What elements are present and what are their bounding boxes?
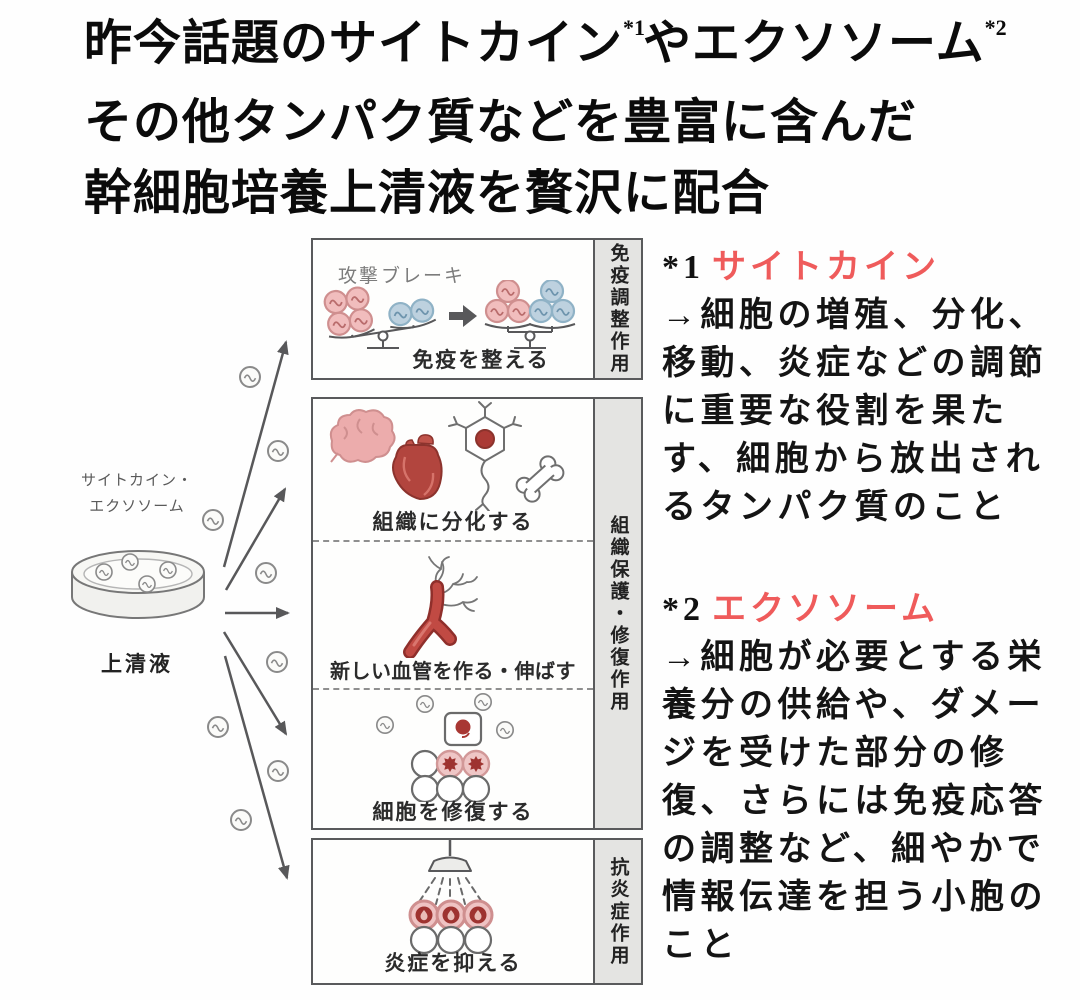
release-arrows — [202, 340, 290, 880]
particle-icon — [266, 651, 288, 673]
particle-icon — [159, 561, 177, 579]
footnote-2-body: →細胞が必要とする栄 養分の供給や、ダメー ジを受けた部分の修 復、さらには免疫… — [662, 639, 1047, 964]
shower-cells-illustration — [408, 840, 494, 954]
section-divider — [313, 540, 593, 542]
headline-line1: 昨今話題のサイトカイン*1やエクソソーム*2 — [84, 15, 1007, 70]
blood-vessel-icon — [403, 556, 478, 658]
shower-icon — [418, 840, 483, 907]
dish-label-supernatant: 上清液 — [101, 653, 173, 676]
differentiation-section: 組織に分化する — [313, 399, 593, 542]
particle-icon — [207, 716, 229, 738]
particle-icon — [473, 692, 493, 712]
particle-icon — [267, 440, 289, 462]
balance-scale-illustration — [322, 280, 576, 349]
footnote-1-marker: *1 — [662, 249, 704, 286]
tissue-repair-side-label: 組織保護・修復作用 — [607, 514, 629, 713]
tissue-repair-box: 組織に分化する 新し — [311, 397, 643, 830]
particle-icon — [495, 720, 515, 740]
neuron-icon — [448, 401, 522, 511]
organs-illustration — [329, 401, 565, 511]
petri-dish-icon — [71, 550, 205, 619]
footnote-marker-1-sup: *1 — [623, 15, 646, 40]
footnote-2-marker: *2 — [662, 591, 704, 628]
cell-repair-caption: 細胞を修復する — [372, 801, 534, 824]
vessel-section: 新しい血管を作る・伸ばす — [313, 542, 593, 690]
inflamed-cells-row — [408, 899, 494, 931]
immune-caption: 免疫を整える — [412, 349, 550, 372]
particle-icon — [415, 694, 435, 714]
headline-line2: その他タンパク質などを豊富に含んだ — [84, 96, 918, 149]
attack-label: 攻撃 — [338, 266, 381, 287]
particle-icon — [202, 509, 224, 531]
arrow-to-differentiation — [224, 487, 287, 591]
arrow-to-immune-box — [222, 340, 289, 568]
particle-icon — [138, 575, 156, 593]
particle-icon — [375, 715, 395, 735]
anti-inflammation-box: 炎症を抑える 抗炎症作用 — [311, 838, 643, 985]
headline-line3: 幹細胞培養上清液を贅沢に配合 — [84, 167, 771, 220]
footnote-1-body: →細胞の増殖、分化、 移動、炎症などの調節 に重要な役割を果た す、細胞から放出… — [662, 297, 1047, 526]
arrow-to-antiinflammation — [223, 655, 290, 880]
particle-icon — [239, 366, 261, 388]
particle-icon — [95, 563, 113, 581]
bone-icon — [515, 455, 565, 503]
headline: 昨今話題のサイトカイン*1やエクソソーム*2 その他タンパク質などを豊富に含んだ… — [84, 8, 1044, 229]
footnote-marker-2-sup: *2 — [984, 15, 1007, 40]
vessel-caption: 新しい血管を作る・伸ばす — [330, 661, 576, 683]
section-divider — [313, 688, 593, 690]
footnote-1-term: サイトカイン — [712, 248, 940, 286]
particle-icon — [267, 760, 289, 782]
dish-label-cytokine-exosome: サイトカイン・ エクソソーム — [80, 472, 193, 515]
immune-regulation-box: 攻撃 ブレーキ — [311, 238, 643, 380]
arrow-to-repair — [222, 631, 288, 736]
anti-inflammation-side-label: 抗炎症作用 — [607, 856, 629, 967]
immune-side-label: 免疫調整作用 — [607, 243, 629, 375]
particle-icon — [121, 553, 139, 571]
particle-icon — [230, 809, 252, 831]
transition-arrow-icon — [449, 305, 477, 327]
heart-icon — [392, 434, 443, 501]
brain-icon — [329, 409, 396, 463]
cell-repair-illustration — [375, 692, 515, 802]
brake-label: ブレーキ — [381, 266, 466, 287]
anti-inflammation-caption: 炎症を抑える — [384, 952, 522, 975]
cell-repair-section: 細胞を修復する — [313, 690, 593, 832]
particle-icon — [255, 562, 277, 584]
differentiation-caption: 組織に分化する — [372, 511, 534, 534]
footnote-2-term: エクソソーム — [712, 590, 939, 628]
